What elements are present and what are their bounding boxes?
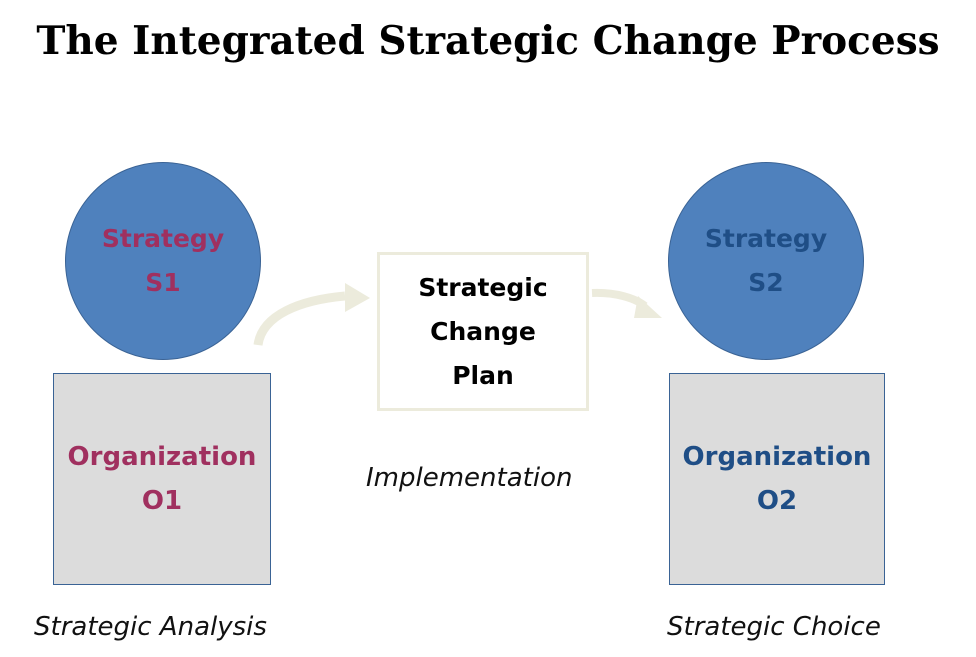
strategy-s1-label: Strategy bbox=[101, 224, 225, 253]
page-title: The Integrated Strategic Change Process bbox=[36, 18, 940, 64]
organization-o2-label: Organization bbox=[682, 442, 872, 472]
plan-line-2: Change bbox=[430, 316, 536, 346]
arrow-left-to-plan bbox=[253, 291, 346, 346]
plan-line-3: Plan bbox=[452, 360, 514, 390]
organization-o1-box: Organization O1 bbox=[53, 373, 271, 585]
strategy-s2-code: S2 bbox=[748, 268, 784, 297]
caption-strategic-analysis: Strategic Analysis bbox=[34, 612, 267, 642]
strategic-change-plan-box: Strategic Change Plan bbox=[377, 252, 589, 411]
organization-o2-code: O2 bbox=[756, 486, 798, 516]
strategy-s1-code: S1 bbox=[145, 268, 181, 297]
organization-o1-code: O1 bbox=[141, 486, 183, 516]
strategy-s2-label: Strategy bbox=[704, 224, 828, 253]
strategy-s1-circle: Strategy S1 bbox=[65, 162, 261, 360]
strategy-s2-circle: Strategy S2 bbox=[668, 162, 864, 360]
organization-o2-box: Organization O2 bbox=[669, 373, 885, 585]
arrow-head-left bbox=[345, 283, 370, 312]
arrow-head-right bbox=[634, 296, 662, 318]
caption-strategic-choice: Strategic Choice bbox=[667, 612, 881, 642]
organization-o1-label: Organization bbox=[67, 442, 257, 472]
caption-implementation: Implementation bbox=[366, 463, 573, 493]
plan-line-1: Strategic bbox=[418, 272, 548, 302]
